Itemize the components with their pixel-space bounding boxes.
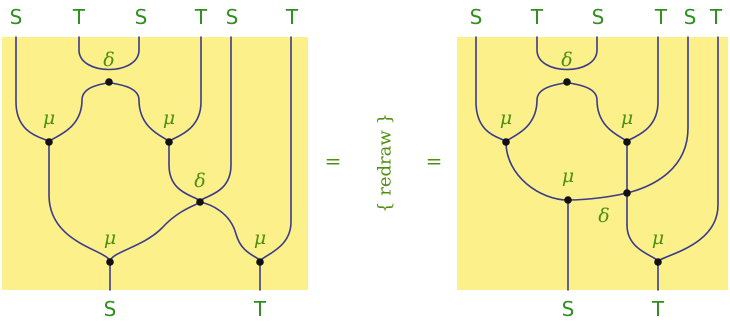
right-label-mu-center: μ — [562, 165, 574, 187]
right-node-mu2 — [623, 138, 631, 146]
left-label-mu2: μ — [163, 107, 175, 129]
left-input-label-1: S — [10, 5, 23, 29]
right-node-delta1 — [563, 78, 571, 86]
left-node-mu4 — [256, 258, 264, 266]
left-wire-mu4 — [199, 36, 292, 263]
right-output-label-2: T — [651, 297, 665, 321]
right-input-label-4: T — [654, 5, 668, 29]
right-input-label-1: S — [470, 5, 483, 29]
right-wire-delta1 — [536, 36, 598, 71]
left-node-mu3 — [106, 258, 114, 266]
left-input-label-6: T — [285, 5, 299, 29]
right-node-mu-center — [564, 196, 572, 204]
left-output-label-1: S — [104, 297, 117, 321]
left-input-label-2: T — [72, 5, 86, 29]
left-wire-mu2 — [108, 36, 202, 143]
right-panel — [457, 37, 728, 290]
left-node-mu2 — [165, 138, 173, 146]
right-output-label-1: S — [562, 297, 575, 321]
left-label-delta1: δ — [103, 49, 114, 71]
left-output-label-2: T — [253, 297, 267, 321]
right-input-label-2: T — [530, 5, 544, 29]
left-node-delta1 — [105, 78, 113, 86]
right-diagram: S T S T S T δ μ μ μ δ μ S T — [457, 5, 728, 321]
right-node-mu1 — [502, 138, 510, 146]
right-label-mu-bottom: μ — [652, 227, 664, 249]
right-label-delta1: δ — [561, 49, 572, 71]
right-input-label-5: S — [684, 5, 697, 29]
left-node-mu1 — [45, 138, 53, 146]
redraw-annotation: { redraw } — [375, 113, 396, 213]
right-input-label-3: S — [592, 5, 605, 29]
right-node-mu-bottom — [654, 258, 662, 266]
right-wire-mu-center — [505, 141, 628, 201]
left-wire-mu3 — [48, 141, 201, 263]
right-wire-long-strand — [626, 36, 689, 194]
right-wire-mu2 — [566, 36, 659, 143]
equals-sign-right: = — [426, 149, 443, 173]
left-panel — [2, 37, 308, 290]
left-label-mu3: μ — [104, 227, 116, 249]
left-input-label-3: S — [135, 5, 148, 29]
left-wire-mu1 — [15, 36, 110, 143]
right-label-mu2: μ — [621, 107, 633, 129]
right-input-label-6: T — [709, 5, 723, 29]
right-label-mu1: μ — [500, 107, 512, 129]
right-label-delta2: δ — [598, 205, 609, 227]
equation-middle: = { redraw } = — [325, 113, 443, 213]
left-input-label-4: T — [194, 5, 208, 29]
left-label-delta2: δ — [194, 170, 205, 192]
left-label-mu4: μ — [254, 227, 266, 249]
left-label-mu1: μ — [43, 107, 55, 129]
right-wire-mu1 — [475, 36, 568, 143]
left-diagram: S T S T S T δ μ μ δ μ μ S T — [2, 5, 308, 321]
left-node-delta2 — [196, 198, 204, 206]
equals-sign-left: = — [325, 149, 342, 173]
right-node-delta2 — [623, 189, 631, 197]
left-input-label-5: S — [226, 5, 239, 29]
left-wire-delta1 — [78, 36, 140, 71]
